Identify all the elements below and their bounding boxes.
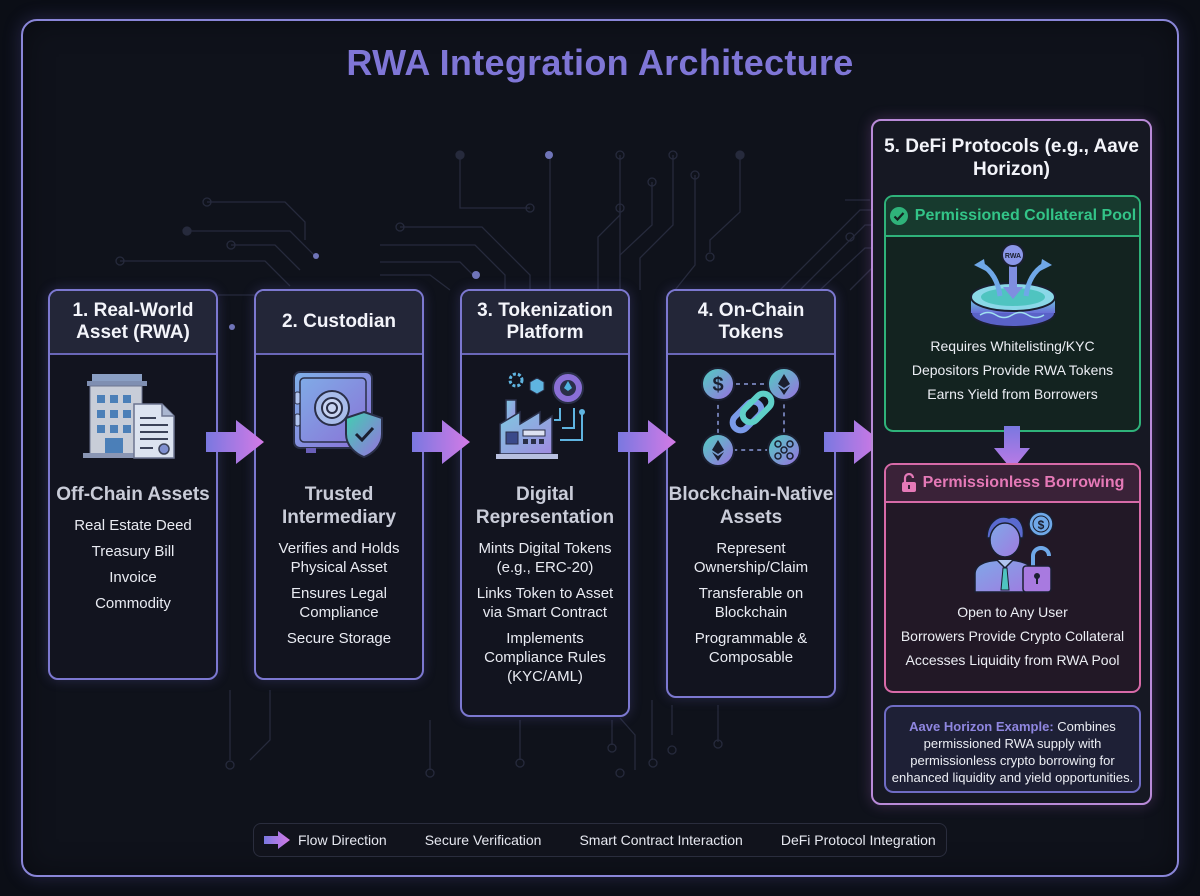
stage-item: Implements Compliance Rules (KYC/AML) bbox=[484, 630, 606, 685]
svg-text:$: $ bbox=[712, 374, 723, 396]
borrowing-header: Permissionless Borrowing bbox=[922, 474, 1125, 491]
flow-arrow-icon bbox=[824, 420, 882, 464]
stage-item: Represent Ownership/Claim bbox=[693, 540, 809, 576]
borrowing-item: Open to Any User bbox=[957, 604, 1068, 620]
stage-item: Ensures Legal Compliance bbox=[291, 585, 387, 621]
permissionless-borrowing: Permissionless Borrowing $ bbox=[884, 463, 1141, 693]
check-circle-icon bbox=[889, 207, 908, 225]
stage-item: Invoice bbox=[109, 569, 157, 586]
pool-item: Earns Yield from Borrowers bbox=[927, 386, 1098, 402]
rwa-badge: RWA bbox=[1004, 253, 1020, 260]
legend-label: DeFi Protocol Integration bbox=[780, 832, 936, 848]
borrowing-item: Borrowers Provide Crypto Collateral bbox=[900, 628, 1125, 644]
legend: Flow Direction Secure Verification Smart… bbox=[253, 823, 947, 857]
stage-item: Treasury Bill bbox=[91, 543, 175, 560]
chain-tokens-icon: $ bbox=[668, 355, 834, 479]
defi-protocols-panel: 5. DeFi Protocols (e.g., Aave Horizon) P… bbox=[871, 119, 1152, 805]
legend-item-secure-verification: Secure Verification bbox=[425, 832, 542, 848]
defi-header: 5. DeFi Protocols (e.g., Aave Horizon) bbox=[884, 136, 1139, 180]
stage-item: Verifies and Holds Physical Asset bbox=[278, 540, 400, 576]
factory-gear-icon bbox=[462, 355, 628, 479]
flow-arrow-icon bbox=[618, 420, 676, 464]
vault-shield-icon bbox=[256, 355, 422, 479]
flow-arrow-icon bbox=[206, 420, 264, 464]
legend-item-flow-direction: Flow Direction bbox=[264, 831, 387, 849]
stage-header: 4. On-Chain Tokens bbox=[668, 291, 834, 355]
stage-card-on-chain-tokens: 4. On-Chain Tokens $ Blockchain-Native bbox=[666, 289, 836, 698]
unlock-icon bbox=[901, 473, 916, 492]
legend-item-smart-contract: Smart Contract Interaction bbox=[579, 832, 742, 848]
pool-item: Requires Whitelisting/KYC bbox=[930, 338, 1095, 354]
building-document-icon bbox=[50, 355, 216, 479]
example-text: Combines permissioned RWA supply with pe… bbox=[891, 719, 1134, 785]
stage-item: Real Estate Deed bbox=[74, 517, 192, 534]
stage-item: Transferable on Blockchain bbox=[698, 585, 804, 621]
stage-item: Mints Digital Tokens (e.g., ERC-20) bbox=[478, 540, 612, 576]
permissioned-collateral-pool: Permissioned Collateral Pool RWA bbox=[884, 195, 1141, 432]
liquidity-pool-icon: RWA bbox=[886, 237, 1139, 337]
stage-subtitle: Digital Representation bbox=[475, 484, 615, 528]
example-label: Aave Horizon Example: bbox=[909, 719, 1054, 734]
stage-card-custodian: 2. Custodian Trusted Intermediary Verifi… bbox=[254, 289, 424, 680]
flow-down-arrow-icon bbox=[994, 426, 1030, 470]
svg-text:$: $ bbox=[1037, 518, 1044, 532]
legend-label: Smart Contract Interaction bbox=[579, 832, 743, 848]
page-title: RWA Integration Architecture bbox=[346, 42, 854, 83]
flow-arrow-icon bbox=[264, 831, 290, 849]
stage-card-real-world-asset: 1. Real-World Asset (RWA) Off-Chain Asse… bbox=[48, 289, 218, 680]
aave-horizon-example: Aave Horizon Example: Combines permissio… bbox=[884, 705, 1141, 793]
stage-card-tokenization-platform: 3. Tokenization Platform Digital Represe… bbox=[460, 289, 630, 717]
stage-item: Commodity bbox=[95, 595, 171, 612]
legend-label: Secure Verification bbox=[424, 832, 542, 848]
stage-header: 3. Tokenization Platform bbox=[462, 291, 628, 355]
borrower-user-icon: $ bbox=[886, 503, 1139, 603]
stage-header: 1. Real-World Asset (RWA) bbox=[50, 291, 216, 355]
stage-subtitle: Trusted Intermediary bbox=[281, 484, 397, 528]
stage-header: 2. Custodian bbox=[256, 291, 422, 355]
stage-subtitle: Blockchain-Native Assets bbox=[668, 484, 834, 528]
stage-subtitle: Off-Chain Assets bbox=[56, 484, 210, 505]
legend-item-defi-integration: DeFi Protocol Integration bbox=[781, 832, 936, 848]
pool-header: Permissioned Collateral Pool bbox=[914, 207, 1137, 224]
borrowing-item: Accesses Liquidity from RWA Pool bbox=[905, 652, 1120, 668]
stage-item: Links Token to Asset via Smart Contract bbox=[476, 585, 614, 621]
stage-item: Programmable & Composable bbox=[694, 630, 808, 666]
legend-label: Flow Direction bbox=[298, 832, 387, 848]
stage-item: Secure Storage bbox=[286, 630, 392, 647]
pool-item: Depositors Provide RWA Tokens bbox=[911, 362, 1114, 378]
flow-arrow-icon bbox=[412, 420, 470, 464]
